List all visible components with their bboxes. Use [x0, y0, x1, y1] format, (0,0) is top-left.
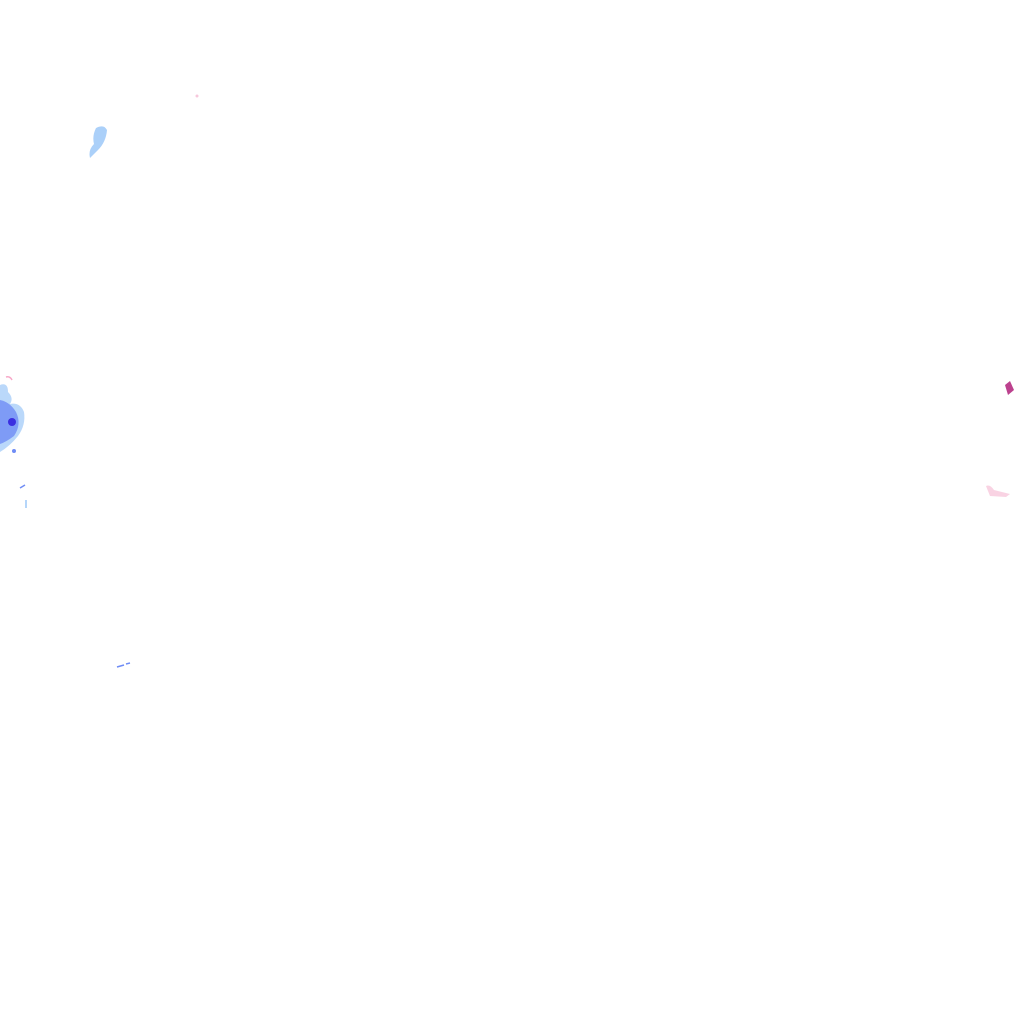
mixed-cell-east-south	[986, 485, 1010, 497]
speck-north	[195, 94, 199, 98]
rain-cell-northwest	[89, 126, 107, 158]
rain-streak-southwest	[116, 662, 131, 668]
mixed-cell-east	[1005, 381, 1014, 395]
rain-cluster-west	[0, 376, 27, 508]
